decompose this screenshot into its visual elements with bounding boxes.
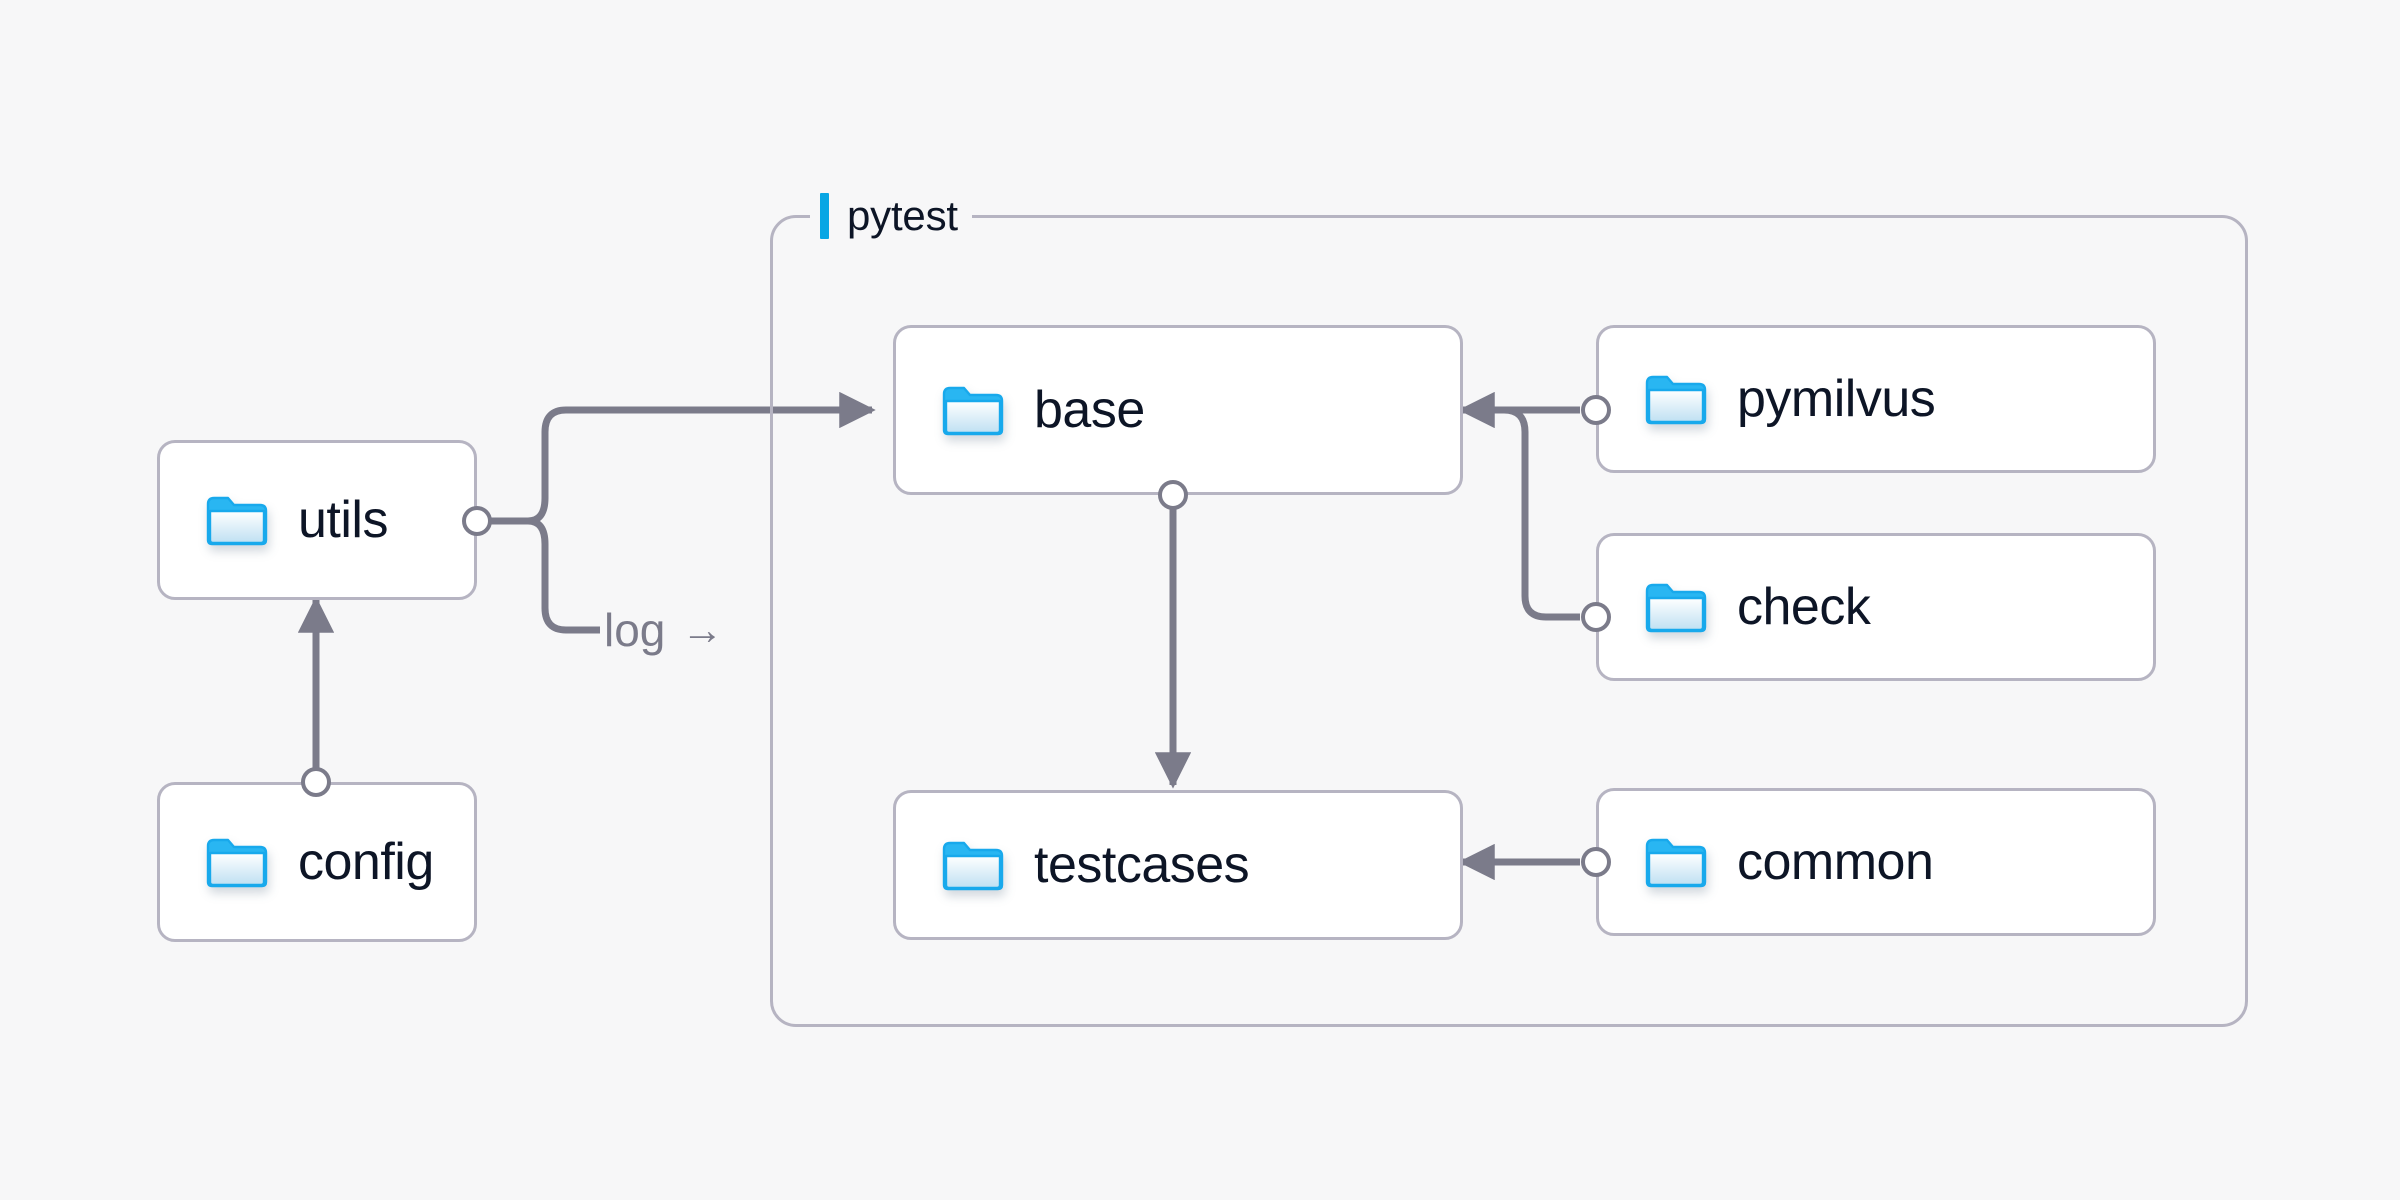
node-utils[interactable]: utils (157, 440, 477, 600)
port-check-left[interactable] (1581, 602, 1611, 632)
node-label-common: common (1737, 833, 1934, 891)
group-title-text: pytest (847, 192, 958, 239)
group-accent-bar (820, 193, 829, 239)
node-label-base: base (1034, 381, 1145, 439)
folder-icon (206, 836, 268, 888)
node-label-testcases: testcases (1034, 836, 1250, 894)
edge-label-log: log → (604, 607, 723, 653)
group-container-pytest (770, 215, 2248, 1027)
node-label-pymilvus: pymilvus (1737, 370, 1936, 428)
node-label-check: check (1737, 578, 1871, 636)
folder-icon (1645, 836, 1707, 888)
node-check[interactable]: check (1596, 533, 2156, 681)
node-label-config: config (298, 833, 434, 891)
node-pymilvus[interactable]: pymilvus (1596, 325, 2156, 473)
edge-label-log-text: log (604, 604, 666, 656)
folder-icon (1645, 373, 1707, 425)
node-label-utils: utils (298, 491, 388, 549)
edge-utils-to-log (527, 517, 600, 634)
folder-icon (942, 384, 1004, 436)
node-base[interactable]: base (893, 325, 1463, 495)
node-testcases[interactable]: testcases (893, 790, 1463, 940)
port-base-bottom[interactable] (1158, 480, 1188, 510)
folder-icon (942, 839, 1004, 891)
port-pymilvus-left[interactable] (1581, 395, 1611, 425)
port-utils-right[interactable] (462, 506, 492, 536)
node-common[interactable]: common (1596, 788, 2156, 936)
group-label-pytest: pytest (810, 188, 972, 244)
node-config[interactable]: config (157, 782, 477, 942)
port-common-left[interactable] (1581, 847, 1611, 877)
port-config-top[interactable] (301, 767, 331, 797)
arrow-right-icon: → (681, 606, 724, 653)
folder-icon (1645, 581, 1707, 633)
folder-icon (206, 494, 268, 546)
